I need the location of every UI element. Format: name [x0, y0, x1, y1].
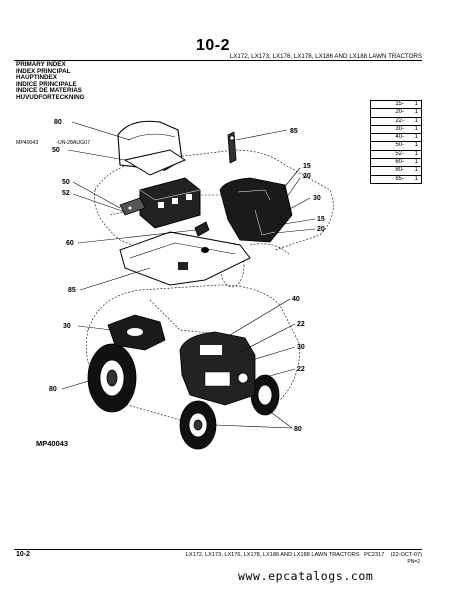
index-label: HAUPTINDEX [16, 74, 57, 82]
index-key: 15- [395, 101, 404, 107]
watermark-link[interactable]: www.epcatalogs.com [238, 569, 374, 583]
callout-label: 80 [49, 386, 57, 393]
index-table-row[interactable]: 20- 1 [371, 109, 421, 118]
front-left-wheel [179, 400, 217, 450]
index-key: 85- [395, 175, 404, 182]
callout-label: 85 [68, 287, 76, 294]
callout-label: 22 [297, 321, 305, 328]
footer-page-number: 10-2 [16, 551, 31, 558]
callout-label: 40 [292, 296, 300, 303]
callout-label: 30 [313, 195, 321, 202]
index-table-row[interactable]: 52- 1 [371, 150, 421, 160]
lower-fender-part [107, 314, 166, 351]
callout-label: 50 [52, 147, 60, 154]
index-value: 1 [414, 125, 418, 132]
index-label-list: PRIMARY INDEX INDEX PRINCIPAL HAUPTINDEX… [16, 61, 85, 102]
callout-label: 20 [303, 173, 311, 180]
footer-pc: PC2317 [364, 552, 385, 558]
index-key: 30- [395, 125, 404, 132]
footer-info: LX172, LX173, LX176, LX178, LX186 AND LX… [186, 552, 422, 558]
callout-label: 22 [297, 366, 305, 373]
callout-label: 30 [297, 344, 305, 351]
index-label: HUVUDFORTECKNING [16, 93, 85, 101]
index-key: 60- [395, 159, 404, 166]
callout-label: 80 [294, 426, 302, 433]
footer-sub: PN=2 [407, 559, 420, 565]
index-table-row[interactable]: 85- 1 [371, 176, 421, 183]
lever-part [227, 131, 237, 164]
index-value: 1 [414, 101, 418, 107]
index-label: INDICE PRINCIPALE [16, 80, 77, 88]
leader-lines [61, 121, 316, 429]
battery-block [139, 177, 201, 229]
figure-ref-right: -UN-28AUG07 [56, 140, 90, 146]
index-table-row[interactable]: 22- 1 [371, 118, 421, 126]
index-table-row[interactable]: 60- 1 [371, 159, 421, 168]
index-key: 80- [395, 167, 404, 174]
figure-id: MP40043 [36, 439, 69, 448]
callout-label: 15 [303, 163, 311, 170]
callout-label: 85 [290, 128, 298, 135]
callout-label: 30 [63, 323, 71, 330]
callout-label: 52 [62, 190, 70, 197]
footer-models: LX172, LX173, LX176, LX178, LX186 AND LX… [185, 552, 360, 558]
engine-part [179, 331, 256, 406]
index-key: 52- [395, 150, 404, 157]
footer-rule [14, 549, 422, 550]
diagram-callouts: 80 85 50 15 20 50 52 30 15 20 60 85 40 3… [49, 119, 325, 433]
index-value: 1 [414, 167, 418, 174]
index-table: 15-1 20-1 22-1 30-1 40-1 50-1 52-1 60-1 … [370, 100, 422, 184]
index-label: INDEX PRINCIPAL [16, 67, 71, 75]
figure-ref-left: MP40043 [16, 140, 39, 146]
index-table-row[interactable]: 50- 1 [371, 142, 421, 151]
page-title: 10-2 [196, 37, 231, 54]
index-value: 1 [414, 175, 418, 182]
callout-label: 20 [317, 226, 325, 233]
index-table-row[interactable]: 30- 1 [371, 125, 421, 135]
index-table-row[interactable]: 80- 1 [371, 167, 421, 176]
footer-date: (22-OCT-07) [390, 552, 422, 558]
callout-label: 15 [317, 216, 325, 223]
callout-label: 60 [66, 240, 74, 247]
index-label: INDICE DE MATERIAS [16, 87, 83, 95]
small-part [194, 221, 210, 237]
index-value: 1 [414, 159, 418, 166]
index-value: 1 [414, 117, 418, 124]
index-key: 20- [395, 109, 404, 116]
header-rule [14, 60, 422, 61]
page-subtitle: LX172, LX173, LX176, LX178, LX186 AND LX… [229, 53, 422, 60]
index-key: 50- [395, 142, 404, 149]
figure-reference: MP40043 -UN-28AUG07 [16, 140, 108, 146]
index-key: 40- [395, 134, 404, 141]
index-table-row[interactable]: 15- 1 [371, 101, 421, 110]
seat-part [117, 120, 187, 176]
index-table-row[interactable]: 40- 1 [371, 134, 421, 143]
rear-left-wheel [87, 343, 137, 413]
frame-part [119, 231, 251, 286]
index-value: 1 [414, 134, 418, 141]
callout-label: 80 [54, 119, 62, 126]
index-value: 1 [414, 150, 418, 157]
index-label: PRIMARY INDEX [16, 61, 66, 68]
fender-part [219, 177, 293, 243]
index-value: 1 [414, 109, 418, 116]
index-value: 1 [414, 142, 418, 149]
front-right-wheel [250, 374, 280, 416]
callout-label: 50 [62, 179, 70, 186]
index-key: 22- [395, 117, 404, 124]
